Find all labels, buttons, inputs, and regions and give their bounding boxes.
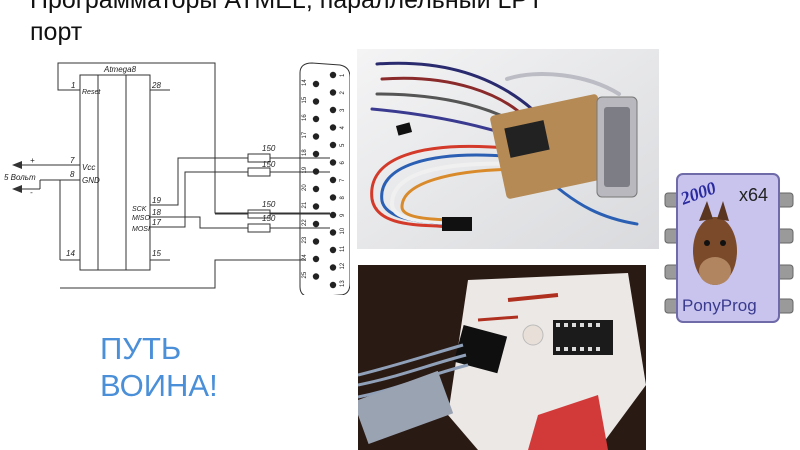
lpt-pin-pad-right-0	[312, 80, 320, 88]
slogan: ПУТЬ ВОИНА!	[100, 330, 218, 404]
lpt-pin-pad-left-7	[329, 194, 337, 201]
lpt-pin-label-right-2: 16	[302, 114, 308, 121]
pin-header	[442, 217, 472, 231]
lpt-pin-label-left-1: 2	[340, 91, 346, 95]
lpt-pin-pad-left-10	[329, 246, 337, 254]
pin-miso-label: MISO	[132, 215, 150, 222]
lpt-pin-label-right-7: 21	[302, 201, 308, 208]
lpt-pin-label-right-0: 14	[302, 79, 308, 86]
lpt-pin-label-left-5: 6	[340, 161, 346, 165]
lpt-pin-pad-left-2	[329, 106, 337, 114]
lpt-pin-pad-right-6	[312, 185, 320, 193]
lpt-pin-label-right-11: 25	[302, 271, 308, 278]
lpt-pin-labels: 1234567891011121314151617181920212223242…	[302, 73, 346, 287]
pin-28-number: 28	[151, 81, 161, 90]
logo-name: PonyProg	[682, 296, 757, 315]
pin-18-number: 18	[152, 208, 161, 217]
lpt-pin-pads	[312, 71, 337, 289]
pin-14-number: 14	[66, 249, 75, 258]
lpt-pin-label-right-3: 17	[302, 131, 308, 138]
power-minus-arrow	[12, 185, 22, 193]
lpt-pin-label-left-0: 1	[340, 73, 346, 77]
lpt-pin-label-left-9: 10	[340, 227, 346, 234]
pcb-board	[490, 94, 614, 199]
pin-sck-label: SCK	[132, 206, 147, 213]
lpt-connector-shell	[299, 62, 350, 295]
slogan-line2: ВОИНА!	[100, 368, 218, 403]
lpt-pin-label-left-6: 7	[340, 178, 346, 182]
lpt-pin-label-left-10: 11	[340, 245, 346, 252]
lpt-pin-label-right-5: 19	[302, 166, 308, 173]
resistor-2-value: 150	[262, 160, 276, 169]
ponyprog-logo: 2000 x64 PonyProg	[664, 173, 794, 323]
lpt-pin-pad-right-2	[312, 115, 320, 123]
lpt-pin-pad-right-11	[312, 273, 320, 280]
black-connector	[453, 324, 508, 374]
lpt-pin-label-right-6: 20	[302, 184, 308, 191]
db25-plug-bottom	[358, 370, 454, 445]
resistor-2	[247, 167, 271, 177]
lpt-cable-photo	[357, 49, 659, 249]
pin-19-number: 19	[152, 196, 161, 205]
resistor-3-value: 150	[262, 200, 276, 209]
lpt-pin-label-left-11: 12	[340, 262, 346, 269]
pin-17-number: 17	[152, 218, 161, 227]
lpt-pin-label-left-2: 3	[340, 108, 346, 112]
lpt-pin-pad-right-7	[312, 203, 320, 210]
lpt-pin-label-left-8: 9	[340, 213, 346, 217]
lpt-pin-pad-right-8	[312, 220, 320, 228]
lpt-pin-label-right-1: 15	[302, 96, 308, 103]
lpt-pin-label-left-12: 13	[340, 280, 346, 287]
pin-vcc-label: Vcc	[82, 163, 95, 172]
lpt-pin-label-left-4: 5	[340, 143, 346, 147]
lpt-pin-pad-right-3	[312, 133, 320, 140]
lpt-pin-pad-right-4	[312, 150, 320, 158]
power-voltage-label: 5 Вольт	[4, 173, 36, 182]
resistor-1-value: 150	[262, 144, 276, 153]
slogan-line1: ПУТЬ	[100, 331, 182, 366]
lpt-pin-pad-left-5	[329, 159, 337, 166]
lpt-pin-pad-right-5	[312, 168, 320, 175]
lpt-pin-label-left-7: 8	[340, 196, 346, 200]
lpt-pin-pad-left-4	[329, 141, 337, 149]
power-plus-sign: +	[30, 156, 35, 165]
chip-inner-column	[97, 74, 127, 271]
lpt-pin-pad-right-1	[312, 98, 320, 105]
pin-gnd-label: GND	[82, 176, 100, 185]
resistor-4	[247, 223, 271, 233]
lpt-pin-label-right-9: 23	[302, 236, 308, 243]
lpt-pin-pad-left-11	[329, 264, 337, 271]
lpt-pin-label-right-8: 22	[302, 219, 308, 226]
chip-name: Atmega8	[103, 65, 137, 74]
lpt-pin-pad-left-3	[329, 124, 337, 131]
lpt-pin-pad-left-8	[329, 211, 337, 219]
lpt-pin-pad-left-1	[329, 89, 337, 96]
lpt-pin-label-left-3: 4	[340, 126, 346, 130]
lpt-pin-pad-right-10	[312, 255, 320, 263]
slide-title-line1: Программаторы ATMEL, параллельный LPT	[30, 0, 544, 14]
lpt-pin-pad-left-0	[329, 71, 337, 79]
lpt-pin-pad-left-9	[329, 229, 337, 236]
lpt-pin-pad-right-9	[312, 238, 320, 245]
power-plus-arrow	[12, 161, 22, 169]
pin-mosi-label: MOSI	[132, 226, 150, 233]
lpt-pin-label-right-4: 18	[302, 149, 308, 156]
power-minus-sign: -	[30, 188, 33, 197]
resistor-4-value: 150	[262, 214, 276, 223]
pin-1-number: 1	[71, 81, 75, 90]
pin-15-number: 15	[152, 249, 161, 258]
slide-title-line2: порт	[30, 18, 83, 46]
handmade-programmer-photo	[358, 265, 646, 450]
lpt-pin-pad-left-12	[329, 281, 337, 289]
lpt-pin-pad-left-6	[329, 176, 337, 184]
pin-8-number: 8	[70, 170, 75, 179]
chip-body	[79, 74, 151, 271]
programmer-schematic: Atmega8 1 Reset 28 7 Vcc 8 GND 19 SCK 18…	[4, 62, 350, 295]
logo-variant: x64	[739, 185, 768, 205]
pin-7-number: 7	[70, 156, 75, 165]
pin-reset-label: Reset	[82, 89, 101, 96]
lpt-pin-label-right-10: 24	[302, 254, 308, 261]
